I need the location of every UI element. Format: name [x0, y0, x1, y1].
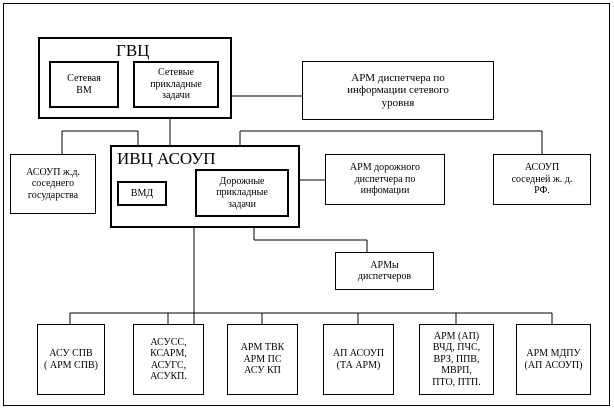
- bottom-box-arm-mdpu: АРМ МДПУ (АП АСОУП): [516, 324, 591, 395]
- diagram-frame: [3, 3, 610, 406]
- asoup-neighbor-state-box: АСОУП ж.д. соседнего государства: [10, 154, 96, 214]
- bottom-box-asu-spv: АСУ СПВ ( АРМ СПВ): [37, 324, 105, 395]
- gvc-title: ГВЦ: [116, 41, 150, 60]
- network-tasks-box: Сетевые прикладные задачи: [133, 61, 219, 108]
- bottom-box-arm-ap: АРМ (АП) ВЧД, ПЧС, ВРЗ, ППВ, МВРП, ПТО, …: [419, 324, 494, 395]
- network-vm-box: Сетевая ВМ: [49, 61, 119, 108]
- bottom-box-ap-asoup: АП АСОУП (ТА АРМ): [323, 324, 394, 395]
- asoup-neighbor-rf-box: АСОУП соседней ж. д. РФ.: [493, 154, 591, 205]
- arm-network-dispatcher-box: АРМ диспетчера по информации сетевого ур…: [302, 61, 494, 120]
- vmd-box: ВМД: [117, 181, 167, 206]
- ivc-title: ИВЦ АСОУП: [117, 149, 216, 168]
- arm-dispatchers-box: АРМы диспетчеров: [335, 252, 434, 290]
- road-tasks-box: Дорожные прикладные задачи: [195, 169, 289, 217]
- arm-road-dispatcher-box: АРМ дорожного диспетчера по инфомации: [325, 154, 445, 205]
- bottom-box-asuss: АСУСС, КСАРМ, АСУГС, АСУКП.: [133, 324, 204, 395]
- bottom-box-arm-tvk: АРМ ТВК АРМ ПС АСУ КП: [227, 324, 298, 395]
